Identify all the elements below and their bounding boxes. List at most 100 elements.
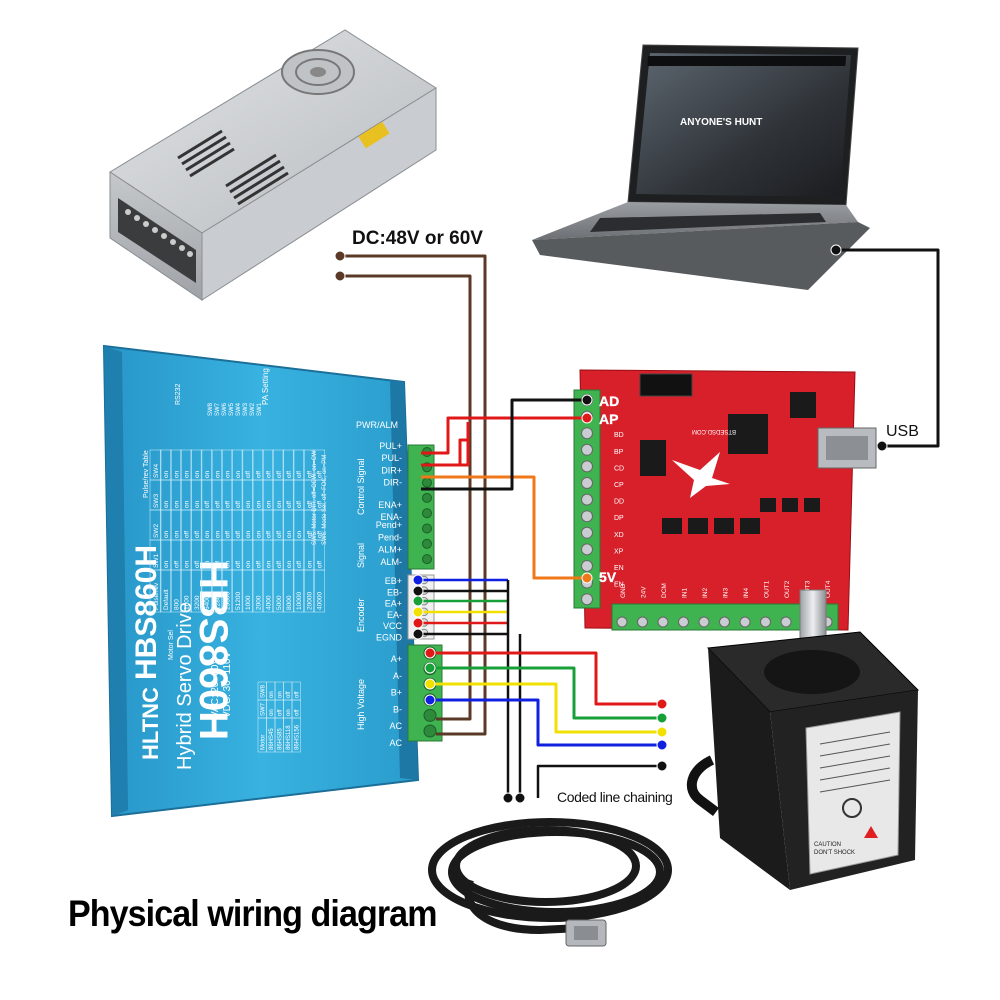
table-cell-text: on (163, 530, 170, 538)
drive-model-text: HBS860H (130, 545, 163, 680)
terminal-screw (422, 523, 432, 534)
encoder-dot (412, 585, 424, 597)
terminal-screw (422, 508, 432, 519)
drive-label-area: HBS860H (191, 560, 235, 740)
table-cell (221, 449, 233, 481)
table-cell-text: on (214, 470, 221, 478)
psu-vents (177, 129, 289, 206)
table-cell-text: SW8 (261, 684, 267, 698)
board-chip-3 (790, 392, 816, 418)
pa-setting: PA Setting (261, 368, 270, 405)
laptop-screen-display (636, 53, 851, 197)
board-terminal-screw (739, 616, 751, 628)
table-cell-text: 4000 (266, 595, 273, 610)
table-cell-text: off (317, 471, 324, 478)
table-cell-text: on (278, 691, 284, 698)
terminal-label: Pend- (378, 532, 402, 542)
group-encoder: Encoder (356, 598, 366, 632)
5v-dot (581, 572, 593, 584)
table-cell-text: off (286, 691, 292, 698)
table-cell-text: off (245, 471, 252, 478)
5v-label: 5V (599, 569, 617, 585)
board-terminal-screw (581, 460, 593, 473)
pulse-rev-table: Pulse/revSW1SW2SW3SW4Defaultonononon800o… (149, 402, 325, 613)
board-terminal-screw (698, 616, 710, 628)
board-pin-label: OUT3 (805, 580, 812, 598)
table-cell-text: off (286, 501, 293, 508)
board-pin-label: CP (614, 482, 624, 489)
table-cell-text: off (255, 561, 262, 568)
encoder-dot (412, 574, 424, 586)
table-cell-text: off (225, 501, 232, 508)
drive-group-labels: PWR/ALM Control Signal Signal Encoder Hi… (356, 420, 398, 730)
board-chip-main (728, 414, 768, 454)
table-cell-text: SW4 (153, 464, 160, 478)
motor-body (708, 648, 790, 890)
drive-subtitle: Hybrid Servo Drive (174, 602, 196, 770)
table-cell-text: 10000 (296, 592, 303, 610)
table-cell-text: on (306, 560, 313, 568)
table-cell-text: on (173, 530, 180, 538)
pulse-table-body: Pulse/revSW1SW2SW3SW4Defaultonononon800o… (149, 449, 325, 613)
dip-switch-label: SW6 (222, 402, 228, 416)
table-cell-text: on (269, 691, 275, 698)
table-cell (282, 449, 295, 481)
table-cell-text: 800 (173, 599, 180, 610)
board-optocouplers (662, 498, 820, 534)
board-terminal-screw (760, 616, 771, 628)
table-cell-text: on (184, 470, 191, 478)
encoder-end-dot (502, 792, 514, 804)
board-terminal-screw (616, 616, 628, 628)
board-pin-label: BD (614, 432, 624, 439)
pul-minus-link (421, 422, 470, 467)
phase-dot (424, 678, 436, 690)
eagle-logo-icon (672, 452, 730, 498)
dir-minus-wire (421, 398, 587, 491)
board-terminal-screw (719, 616, 730, 628)
terminal-label: A- (393, 671, 402, 681)
motor-ul-mark-icon (842, 798, 862, 818)
table-cell (200, 449, 213, 481)
board-terminal-screw (637, 616, 648, 628)
table-cell-text: off (266, 531, 273, 538)
board-pin-label: XP (614, 548, 624, 555)
table-cell (252, 449, 264, 481)
table-cell-text: on (204, 530, 211, 538)
terminal-label: ALM- (380, 557, 402, 567)
table-cell (180, 449, 192, 481)
board-pin-label: 24V (641, 586, 648, 598)
terminal-label: EA+ (385, 599, 402, 609)
board-terminal-screw (581, 560, 593, 572)
board-terminal-screw (657, 616, 669, 628)
table-cell-text: off (295, 709, 301, 716)
terminal-label: B- (393, 704, 402, 714)
terminal-label: ALM+ (378, 545, 402, 555)
drive-text-block: HLTNC HBS860H Hybrid Servo Drive VAC: 20… (130, 368, 328, 770)
phase-end-dot (656, 698, 668, 710)
terminal-label: DIR- (384, 478, 403, 488)
coded-line-wire (536, 764, 662, 798)
board-pin-label: GND (620, 583, 627, 598)
servo-drive-hbs860h: HBS860H (102, 344, 420, 818)
table-cell-text: off (255, 471, 262, 478)
board-pin-label: EN (614, 582, 624, 589)
drive-brand: HLTNC (138, 687, 163, 760)
table-cell-text: off (317, 501, 324, 508)
group-signal: Signal (356, 543, 366, 568)
table-cell-text: off (276, 531, 283, 538)
motor-caution: CAUTION (814, 842, 841, 848)
terminal-screw (423, 708, 437, 722)
terminal-label: ENA- (380, 512, 402, 522)
table-cell-text: on (163, 560, 170, 568)
drive-terminal-labels: PUL+PUL-DIR+DIR-ENA+ENA-Pend+Pend-ALM+AL… (376, 441, 403, 748)
motor-phase-wire (430, 682, 662, 734)
table-cell-text: off (184, 531, 191, 538)
table-cell-text: 86HS85 (278, 728, 284, 750)
board-terminal-screw (581, 477, 593, 489)
terminal-label: EA- (387, 610, 402, 620)
table-cell-text: 12800 (214, 592, 221, 610)
dip-switch-label: SW4 (236, 402, 242, 416)
table-cell-text: 6400 (204, 595, 211, 610)
dc-wire-2 (340, 274, 472, 721)
